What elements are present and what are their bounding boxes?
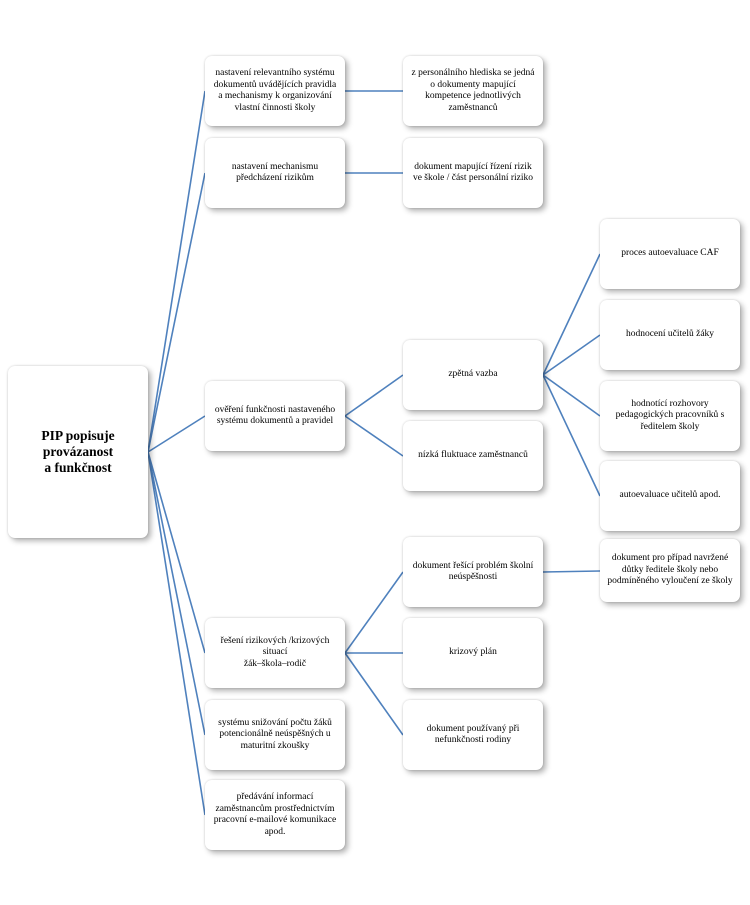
- l2-node-competence-documents: z personálního hlediska se jedná o dokum…: [403, 56, 543, 126]
- l1-label-risk-prevention: nastavení mechanismu předcházení rizikům: [231, 161, 319, 184]
- l1-node-documents-system: nastavení relevantního systému dokumentů…: [205, 56, 345, 126]
- l1-label-maturita-failure: systému snižování počtu žáků potencionál…: [218, 717, 332, 751]
- l2-node-crisis-plan: krizový plán: [403, 618, 543, 688]
- l3-node-self-evaluation: autoevaluace učitelů apod.: [600, 461, 740, 531]
- l1-label-crisis-solving: řešení rizikových /krizových situací žák…: [220, 635, 330, 669]
- connector-feedback-to-teacher-evaluation: [542, 334, 601, 376]
- l3-node-teacher-evaluation: hodnocení učitelů žáky: [600, 300, 740, 370]
- l1-node-risk-prevention: nastavení mechanismu předcházení rizikům: [205, 138, 345, 208]
- l1-label-email-communication: předávání informací zaměstnancům prostře…: [213, 792, 337, 837]
- l2-label-competence-documents: z personálního hlediska se jedná o dokum…: [411, 68, 535, 113]
- connector-root-to-maturita-failure: [147, 451, 206, 736]
- connector-root-to-risk-prevention: [147, 172, 206, 453]
- l3-node-caf: proces autoevaluace CAF: [600, 219, 740, 289]
- l1-node-email-communication: předávání informací zaměstnancům prostře…: [205, 780, 345, 850]
- l2-node-family-document: dokument používaný při nefunkčnosti rodi…: [403, 700, 543, 770]
- connector-functionality-to-feedback: [344, 374, 404, 417]
- l2-label-failure-document: dokument řešící problém školní neúspěšno…: [412, 560, 534, 583]
- l3-label-appraisal-interviews: hodnotící rozhovory pedagogických pracov…: [615, 398, 725, 432]
- l1-node-maturita-failure: systému snižování počtu žáků potencionál…: [205, 700, 345, 770]
- l2-label-feedback: zpětná vazba: [448, 369, 498, 380]
- root-label: PIP popisuje provázanost a funkčnost: [41, 428, 115, 475]
- connector-crisis-to-failure-document: [344, 571, 404, 654]
- l2-node-risk-document: dokument mapující řízení rizik ve škole …: [403, 138, 543, 208]
- l1-node-crisis-solving: řešení rizikových /krizových situací žák…: [205, 618, 345, 688]
- l3-node-appraisal-interviews: hodnotící rozhovory pedagogických pracov…: [600, 381, 740, 451]
- l1-node-functionality-check: ověření funkčnosti nastaveného systému d…: [205, 381, 345, 451]
- l2-node-feedback: zpětná vazba: [403, 340, 543, 410]
- l2-node-failure-document: dokument řešící problém školní neúspěšno…: [403, 537, 543, 607]
- connector-feedback-to-self-evaluation: [542, 374, 601, 497]
- connector-root-to-email-communication: [147, 451, 206, 816]
- connector-feedback-to-appraisal: [542, 374, 601, 417]
- l2-label-family-document: dokument používaný při nefunkčnosti rodi…: [426, 723, 520, 746]
- l2-label-crisis-plan: krizový plán: [449, 647, 497, 658]
- connector-failure-document-to-reprimand: [542, 570, 601, 573]
- l3-label-self-evaluation: autoevaluace učitelů apod.: [619, 490, 721, 501]
- root-node: PIP popisuje provázanost a funkčnost: [8, 366, 148, 538]
- l1-label-documents-system: nastavení relevantního systému dokumentů…: [213, 68, 337, 113]
- l1-label-functionality-check: ověření funkčnosti nastaveného systému d…: [214, 404, 336, 427]
- l3-label-caf: proces autoevaluace CAF: [621, 248, 719, 259]
- l3-label-reprimand-document: dokument pro případ navržené důtky ředit…: [607, 553, 733, 587]
- connector-feedback-to-caf: [542, 253, 601, 376]
- connector-root-to-documents-system: [147, 90, 206, 453]
- connector-functionality-to-low-turnover: [344, 415, 404, 457]
- l3-label-teacher-evaluation: hodnocení učitelů žáky: [625, 329, 715, 340]
- l2-label-risk-document: dokument mapující řízení rizik ve škole …: [412, 161, 534, 184]
- l3-node-reprimand-document: dokument pro případ navržené důtky ředit…: [600, 539, 740, 602]
- connector-root-to-functionality-check: [147, 415, 206, 453]
- l2-node-low-turnover: nízká fluktuace zaměstnanců: [403, 421, 543, 491]
- connector-root-to-crisis-solving: [147, 451, 206, 654]
- l2-label-low-turnover: nízká fluktuace zaměstnanců: [418, 450, 528, 461]
- connector-crisis-to-family-document: [344, 652, 404, 736]
